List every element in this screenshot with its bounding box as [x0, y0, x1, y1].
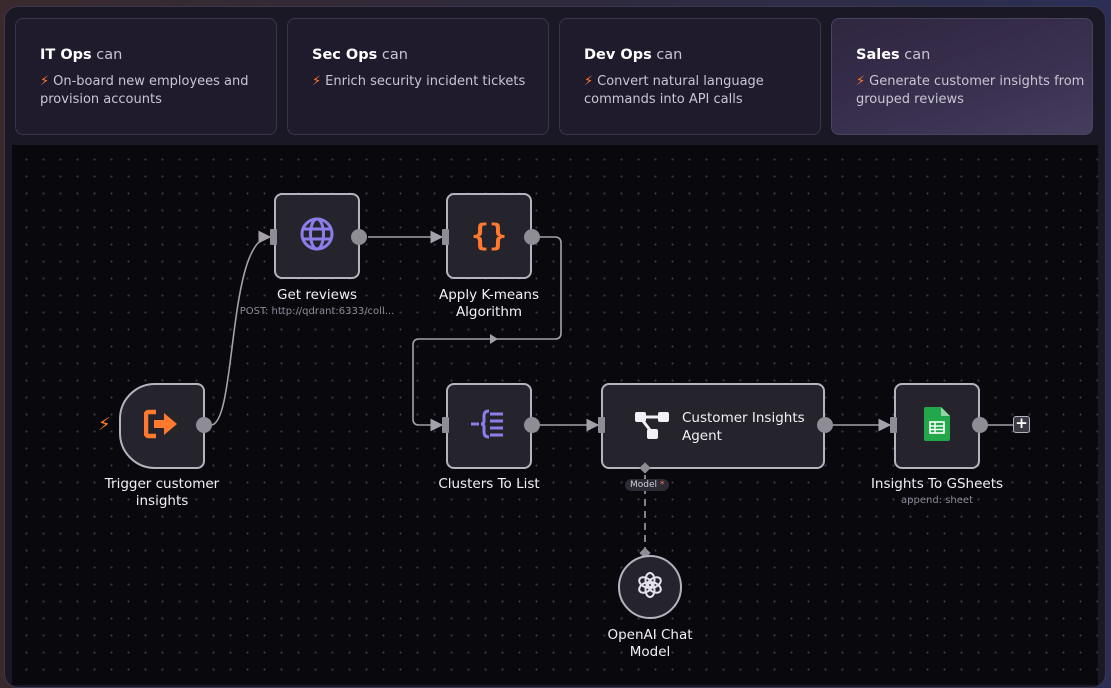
- gsheets-input-handle[interactable]: [890, 417, 897, 433]
- app-frame: IT Ops can ⚡On-board new employees and p…: [4, 6, 1106, 688]
- use-case-cards: IT Ops can ⚡On-board new employees and p…: [5, 7, 1105, 143]
- globe-icon: [299, 216, 335, 256]
- card-description: ⚡On-board new employees and provision ac…: [40, 74, 249, 107]
- agent-input-handle[interactable]: [598, 417, 605, 433]
- lightning-icon: ⚡: [312, 74, 322, 89]
- card-sales[interactable]: Sales can ⚡Generate customer insights fr…: [831, 18, 1093, 135]
- code-braces-icon: {}: [470, 218, 508, 254]
- node-apply-kmeans[interactable]: {}: [446, 193, 532, 279]
- clusters-output-handle[interactable]: [524, 417, 540, 433]
- kmeans-input-handle[interactable]: [442, 229, 449, 245]
- robot-agent-icon: [635, 410, 671, 446]
- card-title: IT Ops can: [40, 47, 123, 63]
- split-out-icon: [469, 408, 509, 444]
- card-title: Sales can: [856, 47, 931, 63]
- connections-layer: [210, 230, 1013, 553]
- card-it-ops[interactable]: IT Ops can ⚡On-board new employees and p…: [15, 18, 277, 135]
- trigger-lightning-icon: ⚡: [98, 414, 111, 435]
- kmeans-output-handle[interactable]: [524, 229, 540, 245]
- edge-kmeans-to-clusters: [412, 236, 562, 432]
- card-title: Sec Ops can: [312, 47, 408, 63]
- card-description: ⚡Generate customer insights from grouped…: [856, 74, 1085, 107]
- node-insights-to-gsheets[interactable]: [894, 383, 980, 469]
- add-node-button[interactable]: +: [1013, 416, 1030, 433]
- card-description: ⚡Convert natural language commands into …: [584, 74, 764, 107]
- lightning-icon: ⚡: [584, 74, 594, 89]
- gsheets-label: Insights To GSheets: [870, 476, 1004, 492]
- node-openai-chat-model[interactable]: [618, 555, 682, 619]
- node-clusters-to-list[interactable]: [446, 383, 532, 469]
- gsheets-sublabel: append: sheet: [901, 495, 973, 506]
- google-sheets-icon: [924, 407, 950, 445]
- model-connector-label: Model *: [625, 479, 670, 491]
- gsheets-output-handle[interactable]: [972, 417, 988, 433]
- clusters-input-handle[interactable]: [442, 417, 449, 433]
- node-get-reviews[interactable]: [274, 193, 360, 279]
- node-trigger-customer-insights[interactable]: [119, 383, 205, 469]
- card-title: Dev Ops can: [584, 47, 683, 63]
- sign-out-arrow-icon: [143, 409, 180, 443]
- card-description: ⚡Enrich security incident tickets: [312, 74, 526, 89]
- get-reviews-input-handle[interactable]: [270, 229, 277, 245]
- card-sec-ops[interactable]: Sec Ops can ⚡Enrich security incident ti…: [287, 18, 549, 135]
- edge-trigger-to-get-reviews: [210, 230, 272, 426]
- get-reviews-label: Get reviews: [276, 287, 358, 303]
- clusters-label: Clusters To List: [438, 476, 540, 492]
- agent-output-handle[interactable]: [817, 417, 833, 433]
- openai-icon: [636, 571, 664, 603]
- card-dev-ops[interactable]: Dev Ops can ⚡Convert natural language co…: [559, 18, 821, 135]
- trigger-output-handle[interactable]: [196, 417, 212, 433]
- get-reviews-sublabel: POST: http://qdrant:6333/coll...: [239, 306, 395, 317]
- lightning-icon: ⚡: [40, 74, 50, 89]
- lightning-icon: ⚡: [856, 74, 866, 89]
- get-reviews-output-handle[interactable]: [351, 229, 367, 245]
